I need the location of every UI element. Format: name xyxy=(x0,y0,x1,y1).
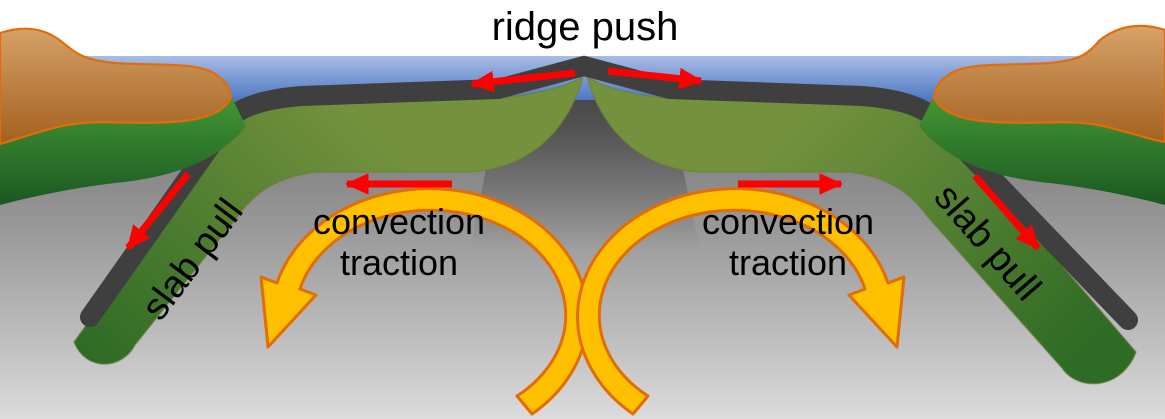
slab-pull-right-arrow xyxy=(972,173,1041,251)
oceanic-crust xyxy=(80,55,1138,330)
continent-brown-right xyxy=(932,24,1165,144)
ridge-push-left-arrow xyxy=(469,69,576,93)
ridge-push-right-arrow xyxy=(607,67,704,90)
convection-cell-right-arrow xyxy=(576,187,906,416)
convection-traction-left-label-line1: convection xyxy=(313,201,485,242)
convection-traction-left-label-line2: traction xyxy=(340,242,458,283)
convection-traction-right-label-line2: traction xyxy=(729,242,847,283)
convection-cell-left-arrow xyxy=(259,187,589,416)
slab-pull-left-arrow xyxy=(125,171,191,251)
ridge-push-label: ridge push xyxy=(492,5,679,49)
continent-brown-left xyxy=(0,27,233,146)
convection-traction-right-label-line1: convection xyxy=(702,201,874,242)
